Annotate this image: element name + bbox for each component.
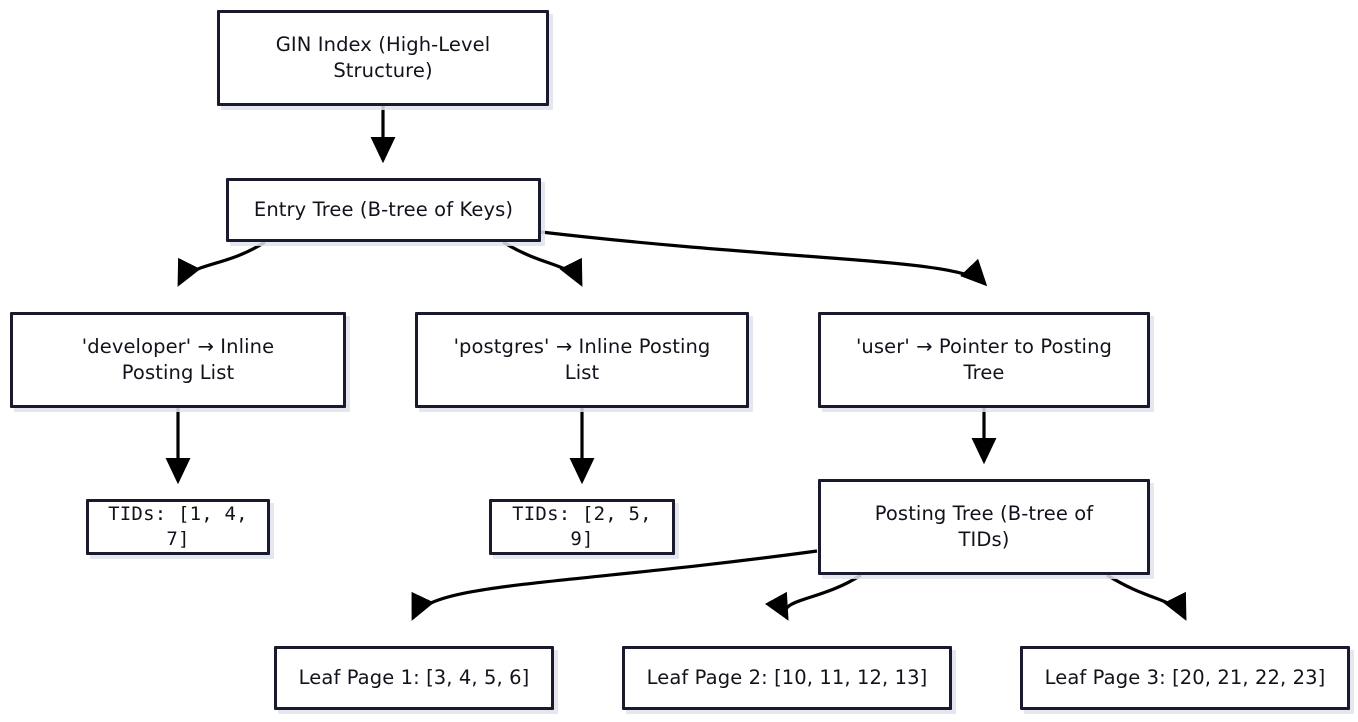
edge-posting_tree-to-leaf_page_1 <box>411 549 818 621</box>
edge-posting_tree-to-leaf_page_3 <box>1106 573 1187 621</box>
node-label-gin-index: GIN Index (High-Level Structure) <box>275 33 491 82</box>
node-tids-postgres[interactable]: TIDs: [2, 5, 9] <box>489 499 675 555</box>
node-leaf-page-1[interactable]: Leaf Page 1: [3, 4, 5, 6] <box>274 646 554 710</box>
edge-entry_tree-to-key_user <box>540 230 988 287</box>
node-key-postgres[interactable]: 'postgres' → Inline Posting List <box>415 312 749 408</box>
node-posting-tree[interactable]: Posting Tree (B-tree of TIDs) <box>818 479 1150 575</box>
node-label-leaf-page-2: Leaf Page 2: [10, 11, 12, 13] <box>646 666 928 690</box>
edge-posting_tree-to-leaf_page_2 <box>764 573 862 621</box>
node-tids-developer[interactable]: TIDs: [1, 4, 7] <box>86 499 270 555</box>
node-gin-index[interactable]: GIN Index (High-Level Structure) <box>217 10 549 106</box>
node-label-tids-developer: TIDs: [1, 4, 7] <box>108 502 248 550</box>
node-key-user[interactable]: 'user' → Pointer to Posting Tree <box>818 312 1150 408</box>
node-label-leaf-page-1: Leaf Page 1: [3, 4, 5, 6] <box>298 666 530 690</box>
node-key-developer[interactable]: 'developer' → Inline Posting List <box>10 312 346 408</box>
node-label-entry-tree: Entry Tree (B-tree of Keys) <box>253 198 514 222</box>
node-label-key-developer: 'developer' → Inline Posting List <box>81 335 275 384</box>
node-label-tids-postgres: TIDs: [2, 5, 9] <box>512 502 652 550</box>
node-label-leaf-page-3: Leaf Page 3: [20, 21, 22, 23] <box>1044 666 1326 690</box>
node-leaf-page-3[interactable]: Leaf Page 3: [20, 21, 22, 23] <box>1020 646 1350 710</box>
node-label-key-postgres: 'postgres' → Inline Posting List <box>453 335 711 384</box>
node-label-posting-tree: Posting Tree (B-tree of TIDs) <box>874 502 1094 551</box>
edge-entry_tree-to-key_developer <box>177 240 266 287</box>
node-label-key-user: 'user' → Pointer to Posting Tree <box>855 335 1113 384</box>
node-entry-tree[interactable]: Entry Tree (B-tree of Keys) <box>226 178 541 242</box>
node-leaf-page-2[interactable]: Leaf Page 2: [10, 11, 12, 13] <box>622 646 952 710</box>
edge-entry_tree-to-key_postgres <box>502 240 583 287</box>
